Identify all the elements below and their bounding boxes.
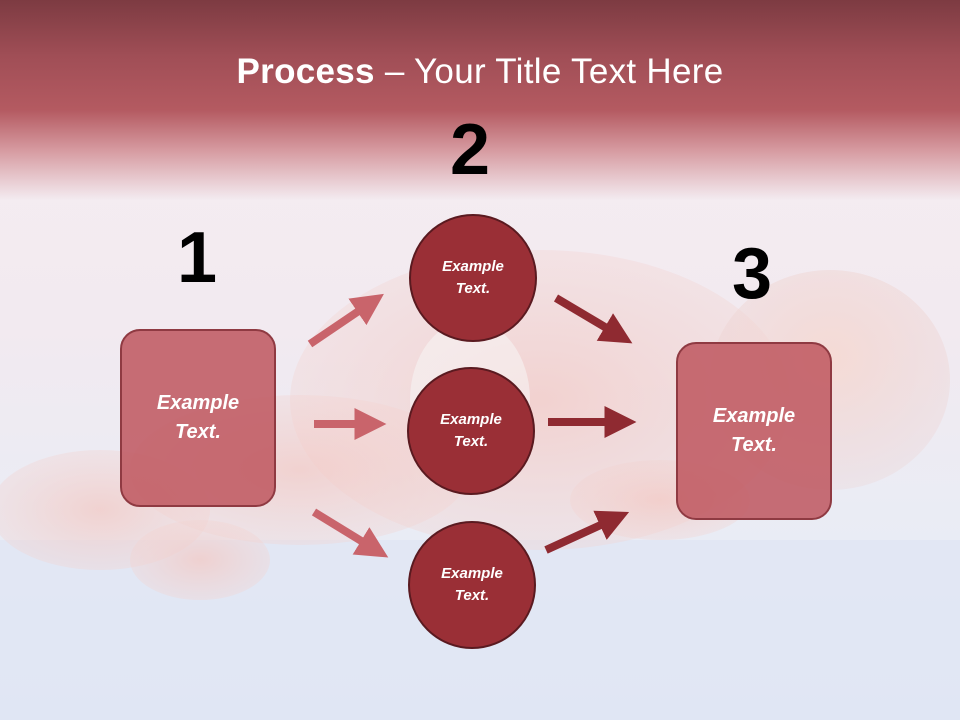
circle-top: Example Text. [409,214,537,342]
circle-middle: Example Text. [407,367,535,495]
arrow-left-to-top [307,293,384,348]
title-band [0,0,960,200]
right-step-box-text: Example Text. [712,405,796,456]
slide-title: Process – Your Title Text Here [0,52,960,92]
circle-top-text: Example Text. [442,257,504,298]
arrow-left-to-bottom [311,508,389,558]
left-step-box: Example Text. [120,329,276,507]
arrow-bottom-to-right [544,510,630,554]
right-step-box: Example Text. [676,342,832,520]
circle-bottom: Example Text. [408,521,536,649]
circle-bottom-text: Example Text. [441,564,503,605]
step-number-3: 3 [732,234,773,314]
step-number-2: 2 [450,110,491,190]
circle-middle-text: Example Text. [440,410,502,451]
left-step-box-text: Example Text. [156,392,240,443]
title-rest: – Your Title Text Here [374,52,724,91]
step-number-1: 1 [177,218,218,298]
arrow-top-to-right [553,294,633,344]
title-bold: Process [236,52,375,91]
